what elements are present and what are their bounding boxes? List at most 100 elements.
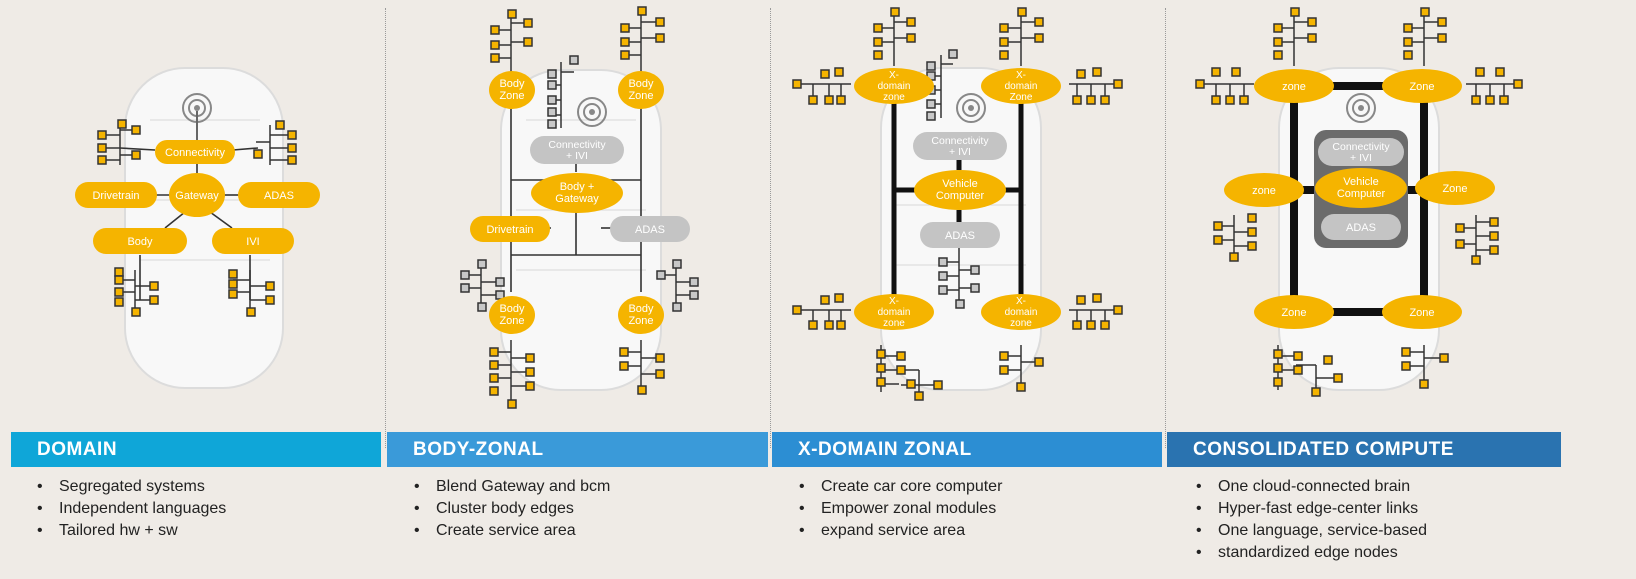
svg-text:zone: zone [1010,318,1032,329]
svg-text:Body: Body [499,303,525,315]
edge-cluster-tl [97,119,141,165]
edge-cluster-gray-left [460,259,505,312]
bullet-list: Create car core computer Empower zonal m… [796,476,1002,542]
edge-cluster-bl [489,340,535,409]
svg-text:Gateway: Gateway [555,193,599,205]
bullet-item: Hyper-fast edge-center links [1196,498,1427,520]
bullet-item: Create service area [414,520,610,542]
svg-text:+ IVI: + IVI [949,146,971,158]
bullet-item: Empower zonal modules [799,498,1002,520]
antenna-icon [182,93,212,144]
edge-cluster-tr [1403,7,1523,105]
node-body-zone-tl: Body Zone [489,71,535,109]
svg-text:ADAS: ADAS [945,230,975,242]
node-body: Body [93,228,187,254]
node-adas: ADAS [610,216,690,242]
node-body-zone-br: Body Zone [618,296,664,334]
antenna-icon [577,97,607,127]
node-zone-mr: Zone [1415,171,1495,205]
panel-title: DOMAIN [11,432,381,467]
edge-cluster-tr [620,6,665,72]
svg-text:Body: Body [127,236,153,248]
svg-text:Zone: Zone [628,315,653,327]
node-vehicle-computer: Vehicle Computer [914,170,1006,210]
node-connectivity-ivi: Connectivity + IVI [1318,138,1404,166]
bullet-list: Blend Gateway and bcm Cluster body edges… [411,476,610,542]
edge-cluster-gray-center [547,55,579,129]
svg-text:zone: zone [1282,81,1306,93]
edge-cluster-gray-right [656,259,699,312]
node-xdomain-tr: X- domain Zone [981,68,1061,104]
bullet-item: expand service area [799,520,1002,542]
svg-text:Drivetrain: Drivetrain [486,224,533,236]
svg-text:domain: domain [878,307,911,318]
antenna-icon [1346,93,1376,123]
panel-domain: Connectivity Gateway Drivetrain ADAS Bod… [0,0,385,579]
svg-text:ADAS: ADAS [1346,222,1376,234]
edge-cluster-mr [1455,215,1499,265]
bullet-item: Cluster body edges [414,498,610,520]
edge-cluster-tl [1195,7,1317,105]
bullet-item: Segregated systems [37,476,226,498]
node-body-zone-tr: Body Zone [618,71,664,109]
edge-cluster-tr [253,120,297,165]
edge-cluster-tl [490,9,533,72]
svg-text:Drivetrain: Drivetrain [92,190,139,202]
node-zone-ml: zone [1224,173,1304,207]
consolidated-compute-diagram: zone Zone Connectivity + IVI Vehicle Com… [1195,7,1523,397]
antenna-icon [956,93,986,123]
svg-text:Computer: Computer [936,190,985,202]
edge-cluster-bl [792,293,943,401]
svg-text:Connectivity: Connectivity [548,139,606,151]
panel-body-zonal: Body Zone Body Zone Connectivity + IVI B… [386,0,770,579]
svg-text:IVI: IVI [246,236,259,248]
svg-text:Vehicle: Vehicle [942,178,977,190]
edge-cluster-gray-mid [938,248,980,309]
edge-cluster-tr [999,7,1123,105]
node-connectivity-ivi: Connectivity + IVI [530,136,624,164]
svg-text:domain: domain [1005,81,1038,92]
svg-text:X-: X- [1016,70,1026,81]
svg-text:Body: Body [628,303,654,315]
svg-text:Zone: Zone [1010,92,1033,103]
svg-text:ADAS: ADAS [264,190,294,202]
svg-text:Body: Body [499,78,525,90]
svg-text:ADAS: ADAS [635,224,665,236]
bullet-item: Blend Gateway and bcm [414,476,610,498]
bullet-list: Segregated systems Independent languages… [34,476,226,542]
edge-cluster-bl [114,267,159,317]
svg-text:zone: zone [1252,185,1276,197]
svg-text:Computer: Computer [1337,188,1386,200]
domain-diagram: Connectivity Gateway Drivetrain ADAS Bod… [75,67,320,389]
svg-text:zone: zone [883,92,905,103]
node-xdomain-tl: X- domain zone [854,68,934,104]
node-zone-bl: Zone [1254,295,1334,329]
svg-text:X-: X- [889,70,899,81]
panel-divider [1165,8,1166,448]
node-body-zone-bl: Body Zone [489,296,535,334]
svg-text:Zone: Zone [1409,307,1434,319]
svg-text:Zone: Zone [499,315,524,327]
edge-cluster-bl [1273,345,1343,397]
node-adas: ADAS [1321,214,1401,240]
node-connectivity: Connectivity [155,140,235,164]
node-xdomain-bl: X- domain zone [854,294,934,330]
svg-text:Zone: Zone [1409,81,1434,93]
edge-cluster-tl [792,7,916,105]
body-zonal-diagram: Body Zone Body Zone Connectivity + IVI B… [460,6,699,409]
bullet-item: Independent languages [37,498,226,520]
panel-title: CONSOLIDATED COMPUTE [1167,432,1561,467]
node-vehicle-computer: Vehicle Computer [1315,168,1407,208]
svg-text:Vehicle: Vehicle [1343,176,1378,188]
edge-cluster-ml [1213,213,1257,262]
node-zone-tl: zone [1254,69,1334,103]
node-connectivity-ivi: Connectivity + IVI [913,132,1007,160]
svg-text:Zone: Zone [1442,183,1467,195]
svg-text:+ IVI: + IVI [566,150,588,162]
bullet-item: One cloud-connected brain [1196,476,1427,498]
svg-text:Body +: Body + [560,181,595,193]
svg-text:domain: domain [1005,307,1038,318]
node-ivi: IVI [212,228,294,254]
panel-title: X-DOMAIN ZONAL [772,432,1162,467]
panel-title: BODY-ZONAL [387,432,768,467]
